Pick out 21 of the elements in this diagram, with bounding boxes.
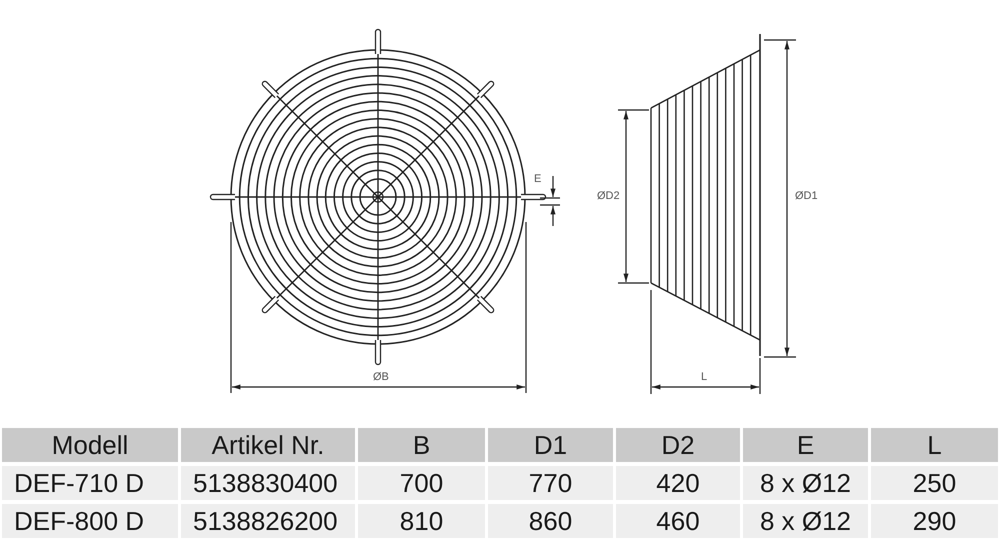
table-header-cell: B: [358, 428, 485, 462]
table-cell: 420: [616, 466, 740, 500]
table-cell: DEF-710 D: [2, 466, 178, 500]
table-cell: DEF-800 D: [2, 504, 178, 538]
table-cell: 860: [488, 504, 613, 538]
table-cell: 700: [358, 466, 485, 500]
table-header-cell: L: [871, 428, 998, 462]
table-cell: 5138826200: [181, 504, 355, 538]
table-cell: 810: [358, 504, 485, 538]
table-cell: 8 x Ø12: [743, 504, 868, 538]
table-header-cell: Modell: [2, 428, 178, 462]
table-cell: 770: [488, 466, 613, 500]
table-header-cell: E: [743, 428, 868, 462]
table-cell: 290: [871, 504, 998, 538]
table-cell: 460: [616, 504, 740, 538]
table-header-cell: D1: [488, 428, 613, 462]
table-header-cell: Artikel Nr.: [181, 428, 355, 462]
table-header-cell: D2: [616, 428, 740, 462]
table-cell: 5138830400: [181, 466, 355, 500]
table-cell: 8 x Ø12: [743, 466, 868, 500]
table-cell: 250: [871, 466, 998, 500]
